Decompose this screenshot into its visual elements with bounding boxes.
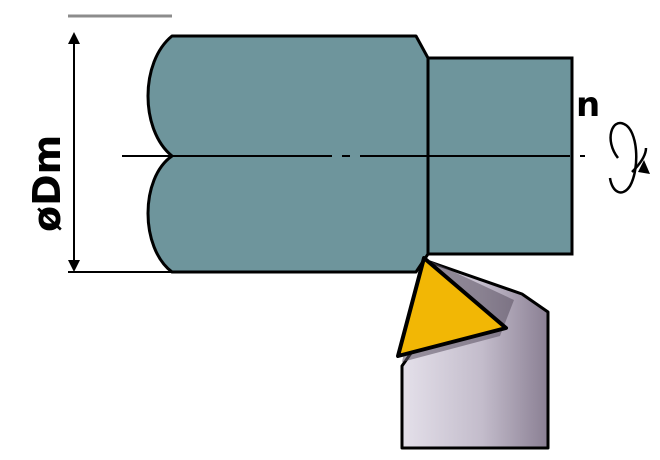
workpiece [146,34,430,274]
rotation-arrow-icon [608,121,650,194]
rotation-label: n [576,85,600,125]
diameter-label: øDm [25,135,69,232]
cutting-insert [396,256,508,358]
